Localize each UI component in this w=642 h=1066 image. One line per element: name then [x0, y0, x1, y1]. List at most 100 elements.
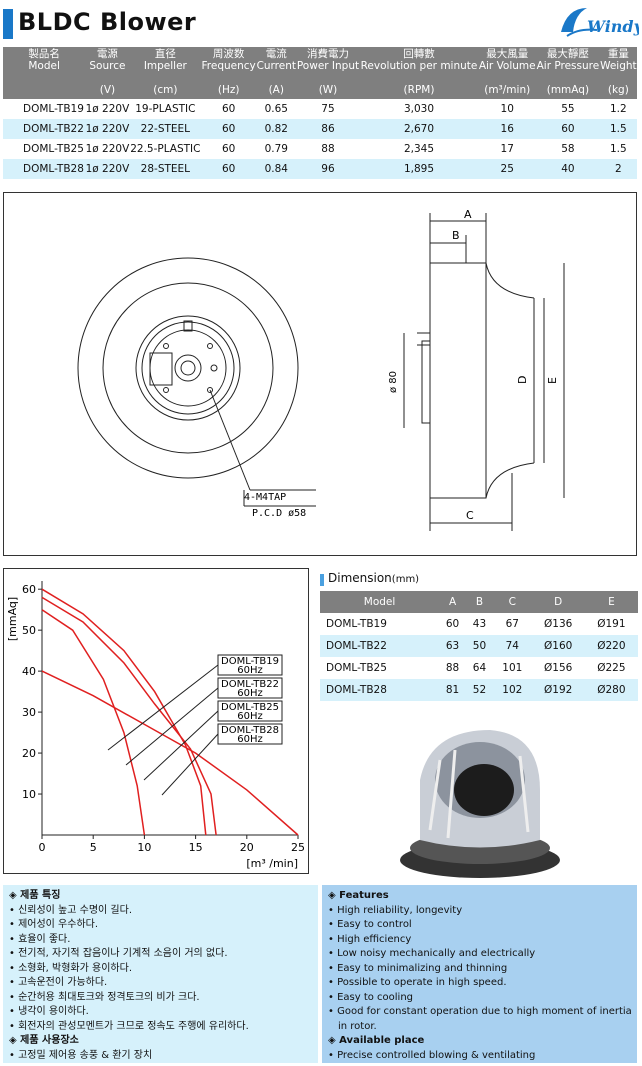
technical-drawing: 4-M4TAP P.C.D ø58 A B C D E ø 80 [3, 192, 637, 556]
dim-e-label: E [546, 377, 559, 384]
col-en: Air Volume [478, 60, 536, 72]
pcd-label: P.C.D ø58 [252, 508, 306, 519]
dim-b-label: B [452, 229, 460, 242]
list-item: 효율이 좋다. [9, 933, 318, 948]
legend-freq: 60Hz [237, 734, 263, 745]
dim-col-header: C [492, 591, 532, 613]
y-tick-label: 60 [22, 583, 36, 596]
legend-leader [143, 710, 219, 781]
list-item: 신뢰성이 높고 수명이 길다. [9, 904, 318, 919]
table-cell: 55 [561, 103, 575, 115]
dimension-title: Dimension(mm) [328, 571, 420, 585]
dim-c-label: C [466, 509, 474, 522]
table-cell: Ø191 [597, 618, 626, 630]
table-cell: 1.5 [610, 143, 627, 155]
table-cell: 1ø 220V [85, 103, 130, 115]
table-cell: 60 [445, 618, 460, 630]
drawing-svg: 4-M4TAP P.C.D ø58 A B C D E ø 80 [77, 208, 565, 531]
table-cell: 0.84 [256, 159, 297, 179]
table-cell: Ø280 [584, 679, 638, 701]
legend-model: DOML-TB22 [221, 679, 279, 690]
table-cell: 0.82 [256, 119, 297, 139]
table-cell: 60 [536, 119, 600, 139]
y-axis-label: [mmAq] [6, 597, 19, 641]
table-cell: 1.5 [599, 119, 637, 139]
x-tick-label: 0 [39, 841, 46, 854]
table-cell: 1ø 220V [85, 159, 130, 179]
col-en: Source [89, 60, 126, 72]
dim-col-header: E [584, 591, 638, 613]
series-line [41, 596, 217, 836]
table-cell: DOML-TB28 [320, 679, 440, 701]
series-line [41, 609, 146, 836]
table-cell: 28-STEEL [129, 159, 202, 179]
col-ko: 最大風量 [486, 48, 529, 60]
table-cell: 88 [445, 662, 460, 674]
col-ko: 最大靜壓 [546, 48, 589, 60]
y-tick-label: 50 [22, 624, 36, 637]
table-cell: 0.65 [264, 103, 288, 115]
table-cell: 52 [466, 679, 493, 701]
table-cell: Ø160 [531, 635, 585, 657]
x-tick-label: 20 [240, 841, 254, 854]
col-en: Frequency [201, 60, 256, 72]
table-cell: 86 [296, 119, 360, 139]
legend-freq: 60Hz [237, 711, 263, 722]
col-ko: 電源 [96, 48, 118, 60]
col-ko: 重量 [607, 48, 629, 60]
table-cell: 88 [321, 143, 335, 155]
place-heading: ◈ 제품 사용장소 [9, 1035, 79, 1046]
col-en: Air Pressure [536, 60, 600, 72]
dimension-accent-bar [320, 574, 324, 586]
dim-d-label: D [516, 376, 529, 384]
list-item: 제어성이 우수하다. [9, 918, 318, 933]
table-cell: 3,030 [403, 103, 435, 115]
table-cell: Ø156 [544, 662, 573, 674]
table-cell: 19-PLASTIC [135, 103, 196, 115]
table-cell: 67 [505, 618, 519, 630]
y-tick-label: 20 [22, 747, 36, 760]
table-cell: 60 [221, 103, 236, 115]
table-cell: 101 [502, 662, 523, 674]
dim-col-header: D [531, 591, 585, 613]
list-item: 소형화, 박형화가 용이하다. [9, 962, 318, 977]
list-item: Easy to control [328, 918, 637, 933]
list-item: 순간허용 최대토크와 정격토크의 비가 크다. [9, 991, 318, 1006]
legend-freq: 60Hz [237, 665, 263, 676]
dim-col-header: A [439, 591, 467, 613]
table-cell: DOML-TB19 [326, 618, 387, 630]
col-ko: 周波数 [212, 48, 245, 60]
col-unit: (cm) [153, 84, 178, 96]
table-cell: 1,895 [359, 159, 479, 179]
col-unit: (RPM) [403, 84, 435, 96]
list-item: Precise controlled blowing & ventilating [328, 1049, 637, 1064]
col-ko: 回轉數 [403, 48, 435, 60]
col-en: Impeller [143, 60, 187, 72]
table-cell: Ø192 [531, 679, 585, 701]
table-cell: Ø220 [584, 635, 638, 657]
table-cell: 74 [492, 635, 532, 657]
table-cell: 75 [321, 103, 335, 115]
table-cell: 102 [492, 679, 532, 701]
title-accent-bar [3, 9, 13, 39]
legend-model: DOML-TB19 [221, 656, 279, 667]
table-cell: DOML-TB22 [320, 635, 440, 657]
legend-leader [125, 687, 219, 766]
table-cell: 22.5-PLASTIC [130, 143, 201, 155]
x-tick-label: 5 [90, 841, 97, 854]
col-unit: (A) [268, 84, 284, 96]
table-cell: 63 [439, 635, 467, 657]
x-axis-label: [m³ /min] [246, 857, 298, 870]
list-item: Easy to minimalizing and thinning [328, 962, 637, 977]
y-tick-label: 10 [22, 788, 36, 801]
place-heading: ◈ Available place [328, 1035, 425, 1046]
table-cell: 25 [478, 159, 537, 179]
